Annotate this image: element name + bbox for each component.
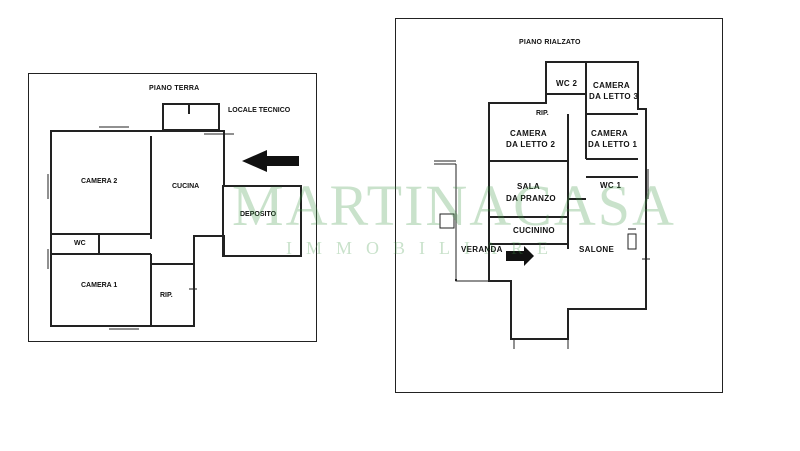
room-label-camera1: CAMERA 1	[81, 282, 118, 289]
room-label-cucina: CUCINA	[172, 183, 200, 190]
room-label-sala-line2: DA PRANZO	[506, 194, 556, 203]
arrow-left-icon	[242, 150, 299, 172]
room-label-wc1: WC 1	[600, 181, 622, 190]
room-label-camera3-line1: CAMERA	[593, 81, 630, 90]
watermark-subtitle: IMMOBILIARE	[286, 238, 562, 258]
room-label-veranda: VERANDA	[461, 245, 503, 254]
room-label-sala-line1: SALA	[517, 182, 540, 191]
room-label-camera1-line2: DA LETTO 1	[588, 140, 638, 149]
room-label-locale-tecnico: LOCALE TECNICO	[228, 107, 291, 114]
room-label-camera2: CAMERA 2	[81, 178, 118, 185]
raised-floor-sheet: PIANO RIALZATO WC 2 CAMERA DA LETTO 3 RI…	[395, 18, 723, 393]
room-label-deposito: DEPOSITO	[240, 211, 277, 218]
room-label-camera2-line2: DA LETTO 2	[506, 140, 556, 149]
room-label-wc: WC	[74, 240, 86, 247]
room-label-rip: RIP.	[536, 110, 549, 117]
plan-title: PIANO TERRA	[149, 85, 200, 92]
room-label-camera3-line2: DA LETTO 3	[589, 92, 639, 101]
room-label-camera1-line1: CAMERA	[591, 129, 628, 138]
room-label-cucinino: CUCININO	[513, 226, 555, 235]
raised-floor-walls	[434, 61, 650, 349]
ground-floor-sheet: PIANO TERRA LOCALE TECNICO CAMERA 2 CUCI…	[28, 73, 317, 342]
room-label-wc2: WC 2	[556, 79, 578, 88]
arrow-right-icon	[506, 246, 534, 266]
watermark-brand: MARTINACASA	[232, 173, 676, 238]
room-label-salone: SALONE	[579, 245, 615, 254]
room-label-rip: RIP.	[160, 292, 173, 299]
room-label-camera2-line1: CAMERA	[510, 129, 547, 138]
plan-title: PIANO RIALZATO	[519, 39, 581, 46]
ground-floor-walls	[47, 103, 302, 330]
